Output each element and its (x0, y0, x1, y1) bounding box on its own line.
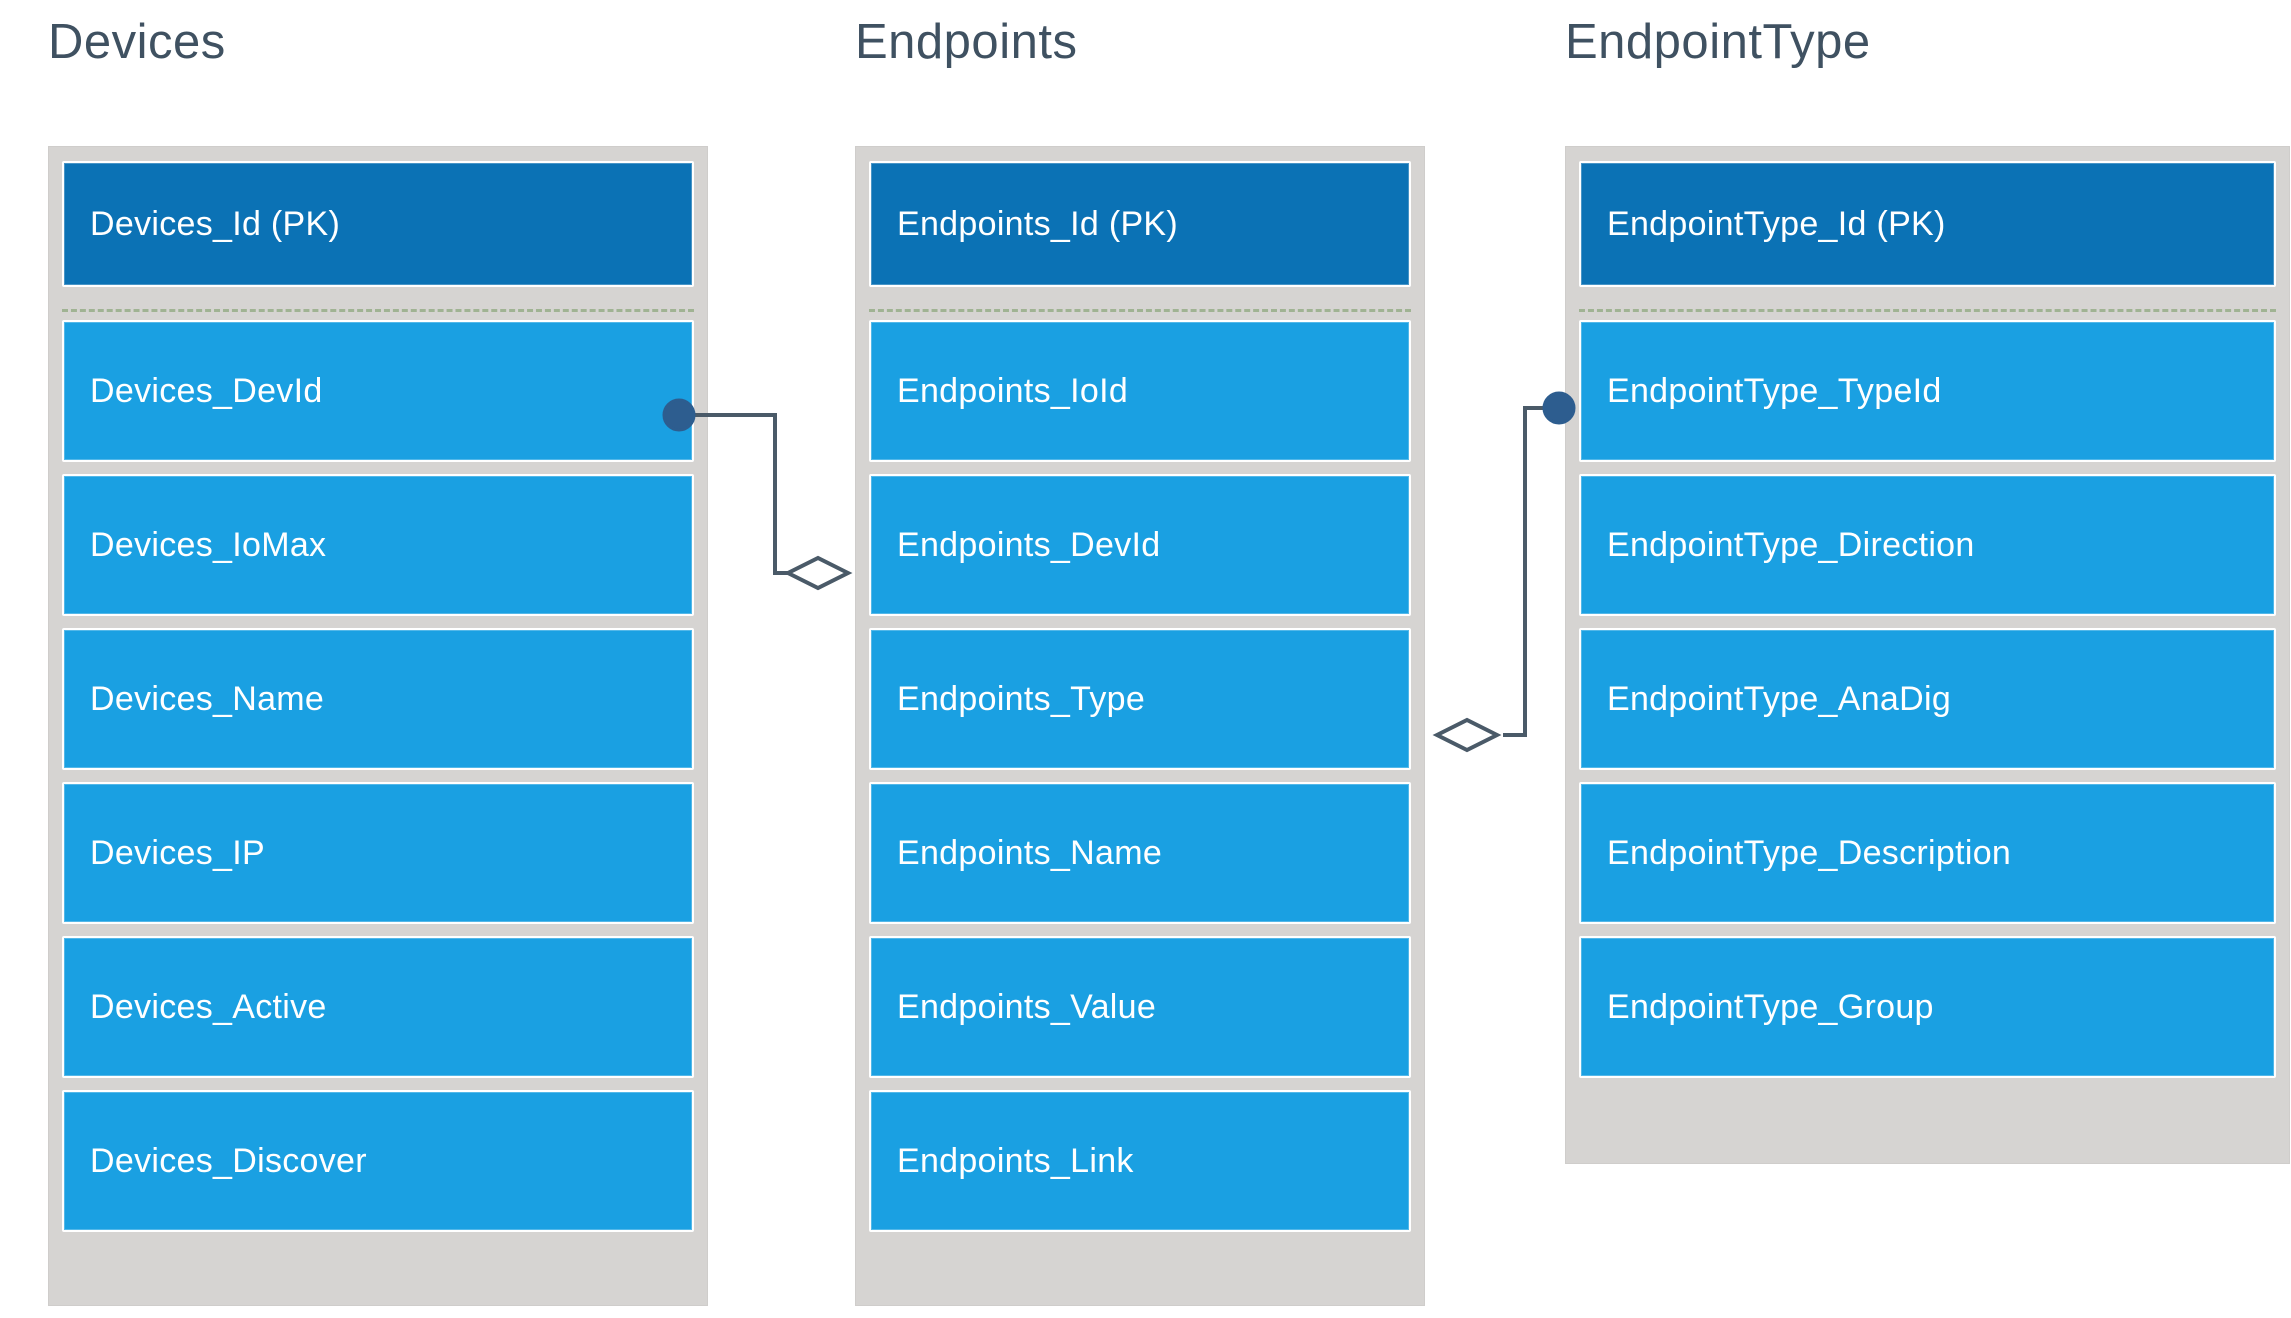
attribute-label: Endpoints_Id (PK) (897, 204, 1179, 243)
attribute-label: Devices_Active (90, 987, 327, 1026)
entity-box-devices: Devices_Id (PK) Devices_DevId Devices_Io… (48, 146, 708, 1306)
attribute-label: Endpoints_Type (897, 679, 1146, 718)
attribute-label: Devices_Discover (90, 1141, 367, 1180)
attribute-label: Devices_Name (90, 679, 325, 718)
attribute-row-devices-id[interactable]: Devices_Id (PK) (62, 161, 694, 287)
attribute-row-devices-iomax[interactable]: Devices_IoMax (62, 474, 694, 616)
attribute-row-endpointtype-description[interactable]: EndpointType_Description (1579, 782, 2276, 924)
attribute-row-devices-devid[interactable]: Devices_DevId (62, 320, 694, 462)
entity-endpointtype: EndpointType EndpointType_Id (PK) Endpoi… (1565, 15, 2290, 1164)
attribute-row-endpoints-name[interactable]: Endpoints_Name (869, 782, 1411, 924)
attribute-label: EndpointType_Id (PK) (1607, 204, 1946, 243)
open-diamond-marker-endpoints-devid (783, 555, 853, 591)
attribute-row-endpoints-devid[interactable]: Endpoints_DevId (869, 474, 1411, 616)
attribute-label: Devices_Id (PK) (90, 204, 341, 243)
attribute-label: EndpointType_Group (1607, 987, 1934, 1026)
attribute-label: Devices_IP (90, 833, 265, 872)
attribute-label: EndpointType_AnaDig (1607, 679, 1952, 718)
pk-separator-devices (62, 299, 694, 312)
entity-box-endpointtype: EndpointType_Id (PK) EndpointType_TypeId… (1565, 146, 2290, 1164)
attribute-row-endpoints-link[interactable]: Endpoints_Link (869, 1090, 1411, 1232)
attribute-label: Endpoints_Name (897, 833, 1163, 872)
attribute-label: EndpointType_Description (1607, 833, 2012, 872)
attribute-row-devices-discover[interactable]: Devices_Discover (62, 1090, 694, 1232)
pk-separator-endpointtype (1579, 299, 2276, 312)
entity-endpoints: Endpoints Endpoints_Id (PK) Endpoints_Io… (855, 15, 1425, 1306)
entity-title-devices: Devices (48, 15, 226, 69)
attribute-label: Devices_DevId (90, 371, 323, 410)
pk-separator-endpoints (869, 299, 1411, 312)
attribute-row-endpoints-value[interactable]: Endpoints_Value (869, 936, 1411, 1078)
entity-title-endpoints: Endpoints (855, 15, 1078, 69)
attribute-label: Devices_IoMax (90, 525, 327, 564)
entity-devices: Devices Devices_Id (PK) Devices_DevId De… (48, 15, 708, 1306)
attribute-label: Endpoints_Link (897, 1141, 1134, 1180)
open-diamond-marker-endpoints-type (1432, 717, 1502, 753)
relationship-endpoints-to-endpointtype (1432, 391, 1576, 753)
attribute-row-devices-active[interactable]: Devices_Active (62, 936, 694, 1078)
attribute-row-endpointtype-group[interactable]: EndpointType_Group (1579, 936, 2276, 1078)
attribute-label: Endpoints_IoId (897, 371, 1129, 410)
attribute-label: Endpoints_DevId (897, 525, 1161, 564)
attribute-row-endpointtype-anadig[interactable]: EndpointType_AnaDig (1579, 628, 2276, 770)
entity-title-endpointtype: EndpointType (1565, 15, 1871, 69)
attribute-row-devices-ip[interactable]: Devices_IP (62, 782, 694, 924)
attribute-label: Endpoints_Value (897, 987, 1157, 1026)
connector-line-endpoints-endpointtype (1503, 406, 1552, 737)
attribute-row-endpointtype-id[interactable]: EndpointType_Id (PK) (1579, 161, 2276, 287)
attribute-row-endpoints-ioid[interactable]: Endpoints_IoId (869, 320, 1411, 462)
attribute-row-endpoints-id[interactable]: Endpoints_Id (PK) (869, 161, 1411, 287)
attribute-label: EndpointType_TypeId (1607, 371, 1942, 410)
attribute-row-endpoints-type[interactable]: Endpoints_Type (869, 628, 1411, 770)
attribute-label: EndpointType_Direction (1607, 525, 1975, 564)
attribute-row-endpointtype-direction[interactable]: EndpointType_Direction (1579, 474, 2276, 616)
entity-box-endpoints: Endpoints_Id (PK) Endpoints_IoId Endpoin… (855, 146, 1425, 1306)
attribute-row-endpointtype-typeid[interactable]: EndpointType_TypeId (1579, 320, 2276, 462)
attribute-row-devices-name[interactable]: Devices_Name (62, 628, 694, 770)
